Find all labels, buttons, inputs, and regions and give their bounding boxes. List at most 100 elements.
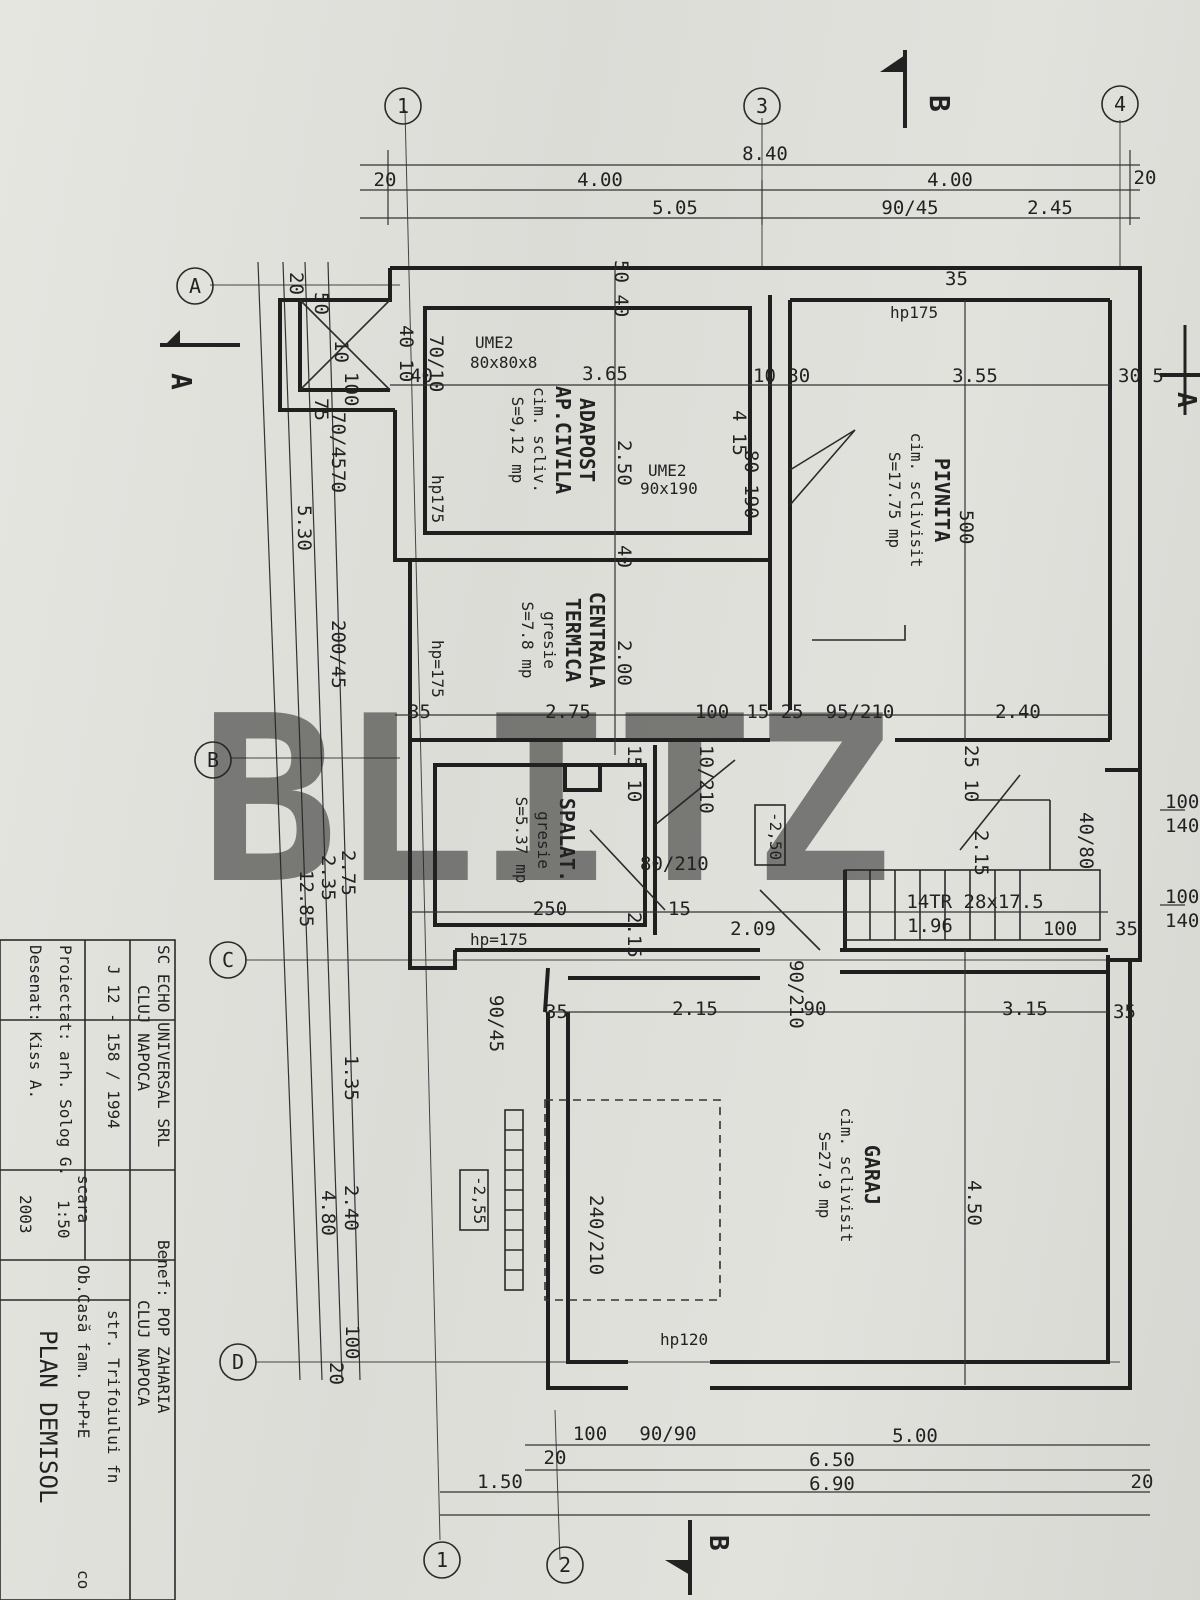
svg-text:3: 3 <box>756 94 768 118</box>
svg-text:J 12 - 158 / 1994: J 12 - 158 / 1994 <box>104 965 123 1129</box>
svg-text:90/90: 90/90 <box>639 1423 696 1445</box>
exterior-walls <box>278 266 1142 1390</box>
left-dimensions: 20 50 10 100 75 70/45 70 5.30 200/45 2.7… <box>257 261 363 1385</box>
svg-text:80/210: 80/210 <box>640 853 709 875</box>
svg-text:15 25: 15 25 <box>746 701 803 723</box>
svg-text:2.15: 2.15 <box>970 830 992 876</box>
svg-text:CLUJ NAPOCA: CLUJ NAPOCA <box>134 1300 153 1406</box>
svg-text:4.00: 4.00 <box>927 169 973 191</box>
bottom-dimensions: 100 90/90 5.00 20 6.50 1.50 6.90 20 <box>440 1423 1153 1516</box>
svg-text:90/45: 90/45 <box>485 995 507 1052</box>
svg-text:3.55: 3.55 <box>952 365 998 387</box>
svg-text:-2,55: -2,55 <box>470 1176 489 1224</box>
svg-text:15: 15 <box>668 898 691 920</box>
svg-text:80x80x8: 80x80x8 <box>470 353 537 372</box>
axis-line-1 <box>404 109 441 1541</box>
svg-text:2.45: 2.45 <box>1027 197 1073 219</box>
svg-text:5.05: 5.05 <box>652 197 698 219</box>
svg-text:hp=175: hp=175 <box>428 640 447 698</box>
room-adapost: ADAPOST AP.CIVILA cim. scliv. S=9,12 mp <box>508 386 599 494</box>
svg-text:2.00: 2.00 <box>613 640 635 686</box>
section-mark-a-right: A <box>1160 325 1200 415</box>
svg-text:1: 1 <box>436 1548 448 1572</box>
svg-text:2: 2 <box>559 1553 571 1577</box>
axis-bubble-D: D <box>219 1343 257 1381</box>
svg-text:80 190: 80 190 <box>740 450 762 519</box>
inner-dimension-lines <box>390 268 1110 1385</box>
svg-text:1.96: 1.96 <box>907 915 953 937</box>
svg-text:B: B <box>703 1535 733 1551</box>
svg-text:500: 500 <box>955 510 977 544</box>
axis-line-2 <box>554 1409 561 1561</box>
svg-text:S=17.75 mp: S=17.75 mp <box>885 452 904 548</box>
svg-text:Desenat: Kiss A.: Desenat: Kiss A. <box>26 945 45 1099</box>
door-swings <box>589 429 906 951</box>
axis-bubble-C: C <box>209 941 247 979</box>
svg-text:CLUJ NAPOCA: CLUJ NAPOCA <box>134 985 153 1091</box>
svg-text:-2,50: -2,50 <box>766 812 785 860</box>
section-mark-b-bottom: B <box>665 1520 733 1595</box>
svg-text:S=9,12 mp: S=9,12 mp <box>508 397 527 484</box>
svg-text:4: 4 <box>1114 92 1126 116</box>
svg-text:S=5.37 mp: S=5.37 mp <box>512 797 531 884</box>
svg-text:AP.CIVILA: AP.CIVILA <box>551 386 575 494</box>
svg-text:Benef: POP ZAHARIA: Benef: POP ZAHARIA <box>154 1240 173 1414</box>
svg-text:70/10: 70/10 <box>425 335 447 392</box>
svg-text:4 15: 4 15 <box>728 410 750 456</box>
svg-text:hp175: hp175 <box>890 303 938 322</box>
ventilation-shaft <box>299 299 391 391</box>
svg-text:S=7.8 mp: S=7.8 mp <box>518 601 537 678</box>
svg-text:5.00: 5.00 <box>892 1425 938 1447</box>
svg-text:gresie: gresie <box>540 611 559 669</box>
svg-text:1: 1 <box>397 94 409 118</box>
svg-text:cim. scliv.: cim. scliv. <box>530 387 549 493</box>
svg-text:ADAPOST: ADAPOST <box>575 398 599 482</box>
svg-text:Ob.Casă fam. D+P+E: Ob.Casă fam. D+P+E <box>74 1265 93 1438</box>
svg-text:15 10: 15 10 <box>623 745 645 802</box>
svg-text:PIVNITA: PIVNITA <box>930 458 954 542</box>
svg-text:2.50: 2.50 <box>613 440 635 486</box>
room-pivnita: PIVNITA cim. sclivisit S=17.75 mp <box>885 433 954 568</box>
svg-text:1.50: 1.50 <box>477 1471 523 1493</box>
svg-text:35: 35 <box>1113 1001 1136 1023</box>
svg-text:140: 140 <box>1165 910 1199 932</box>
svg-text:40 10: 40 10 <box>395 325 417 382</box>
watermark: BLITZ <box>200 668 892 935</box>
svg-text:95/210: 95/210 <box>826 701 895 723</box>
svg-text:2.15: 2.15 <box>623 912 645 958</box>
svg-text:hp120: hp120 <box>660 1330 708 1349</box>
svg-text:1:50: 1:50 <box>54 1200 73 1239</box>
room-centrala: CENTRALA TERMICA gresie S=7.8 mp <box>518 592 609 688</box>
svg-text:100: 100 <box>695 701 729 723</box>
svg-text:6.90: 6.90 <box>809 1473 855 1495</box>
svg-text:12.85: 12.85 <box>295 870 317 927</box>
svg-text:25 10: 25 10 <box>960 745 982 802</box>
svg-text:50 40: 50 40 <box>610 260 632 317</box>
svg-text:10 30: 10 30 <box>753 365 810 387</box>
svg-text:UME2: UME2 <box>475 333 514 352</box>
svg-text:C: C <box>222 948 234 972</box>
axis-bubble-top-1: 1 <box>384 87 422 125</box>
svg-text:gresie: gresie <box>534 811 553 869</box>
svg-text:10/210: 10/210 <box>695 745 717 814</box>
svg-text:20: 20 <box>285 272 307 295</box>
svg-text:35: 35 <box>545 1001 568 1023</box>
axis-bubble-B: B <box>194 741 232 779</box>
svg-text:UME2: UME2 <box>648 461 687 480</box>
svg-text:2.35: 2.35 <box>317 855 339 901</box>
svg-text:10: 10 <box>330 340 352 363</box>
inner-dimension-labels: 3.65 3.55 40 10 30 30 5 35 50 40 2.50 50… <box>395 260 1164 1275</box>
svg-text:Proiectat: arh. Solog G.: Proiectat: arh. Solog G. <box>56 945 75 1176</box>
svg-text:100: 100 <box>573 1423 607 1445</box>
svg-text:B: B <box>207 748 219 772</box>
svg-text:100: 100 <box>1165 886 1199 908</box>
svg-text:40/80: 40/80 <box>1075 812 1097 869</box>
svg-text:cim. sclivisit: cim. sclivisit <box>837 1108 856 1243</box>
svg-text:6.50: 6.50 <box>809 1449 855 1471</box>
svg-text:35: 35 <box>408 701 431 723</box>
svg-text:2.09: 2.09 <box>730 918 776 940</box>
axis-bubble-top-3: 3 <box>743 87 781 125</box>
svg-text:20: 20 <box>325 1362 347 1385</box>
svg-text:20: 20 <box>374 169 397 191</box>
